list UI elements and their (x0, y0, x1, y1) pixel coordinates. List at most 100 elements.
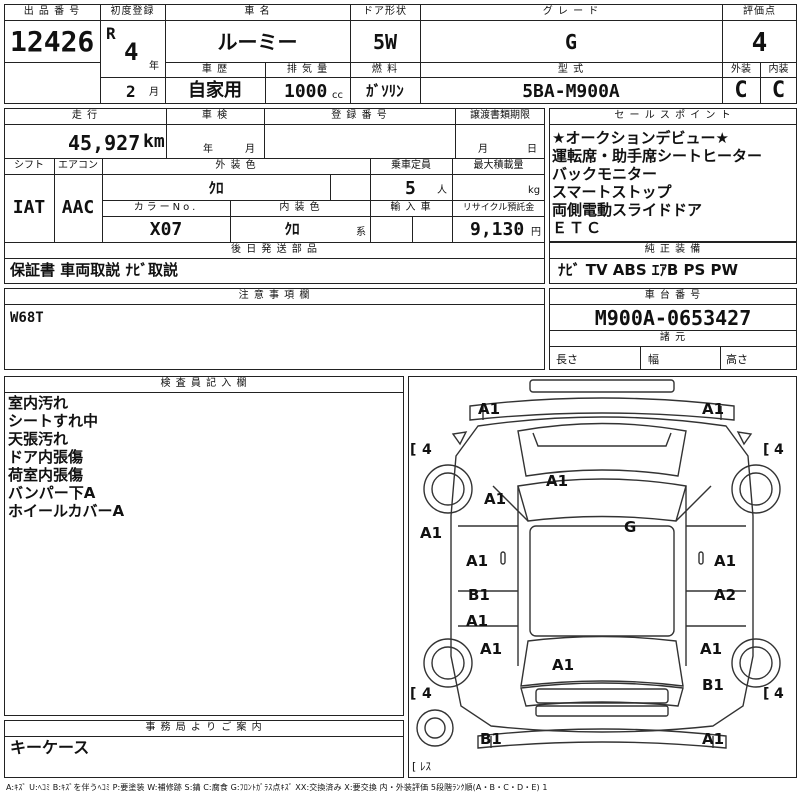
yen-unit: 円 (531, 227, 541, 238)
first-reg-label: 初度登録 (110, 6, 155, 17)
tread-front-left-value: 4 (422, 442, 432, 458)
car-name-label: 車 名 (244, 6, 271, 17)
mark-rear-right-quarter: A1 (700, 640, 722, 658)
notes-value: W68T (10, 310, 44, 326)
mark-front-left: A1 (478, 400, 500, 418)
sales-point-line: ＥＴＣ (552, 219, 604, 237)
shift-label: シフト (14, 160, 44, 171)
mark-hood: A1 (546, 472, 568, 490)
mileage-label: 走 行 (71, 110, 99, 121)
color-no-label: カラーNo. (133, 202, 199, 213)
grade-label: グ レ ー ド (542, 6, 600, 17)
spare-label: [ (412, 760, 416, 773)
history-value: 自家用 (188, 80, 242, 101)
tread-front-right-value: 4 (774, 442, 784, 458)
width-label: 幅 (648, 353, 659, 366)
inspector-list: 室内汚れ シートすれ中 天張汚れ ドア内張傷 荷室内張傷 バンパー下A ホイール… (8, 394, 124, 520)
mark-rear-left-door-lower: A1 (466, 612, 488, 630)
inspector-line: 荷室内張傷 (8, 466, 84, 484)
mark-rear-right-door: A2 (714, 586, 736, 604)
year-value: 4 (124, 38, 139, 66)
sales-point-line: 運転席・助手席シートヒーター (552, 147, 763, 165)
fuel-value: ｶﾞｿﾘﾝ (366, 82, 404, 100)
chassis-title: 車 台 番 号 (644, 290, 702, 301)
shift-value: IAT (12, 197, 46, 218)
ext-color-label: 外 装 色 (215, 160, 257, 171)
office-box (4, 720, 404, 778)
inspector-line: バンパー下A (8, 484, 96, 502)
mark-left-side: A1 (420, 524, 442, 542)
tread-front-right: [ (763, 442, 769, 458)
chassis-value: M900A-0653427 (594, 306, 752, 330)
sales-points-box (549, 108, 797, 242)
score-label: 評価点 (743, 6, 776, 17)
legend-text: A:ｷｽﾞ U:ﾍｺﾐ B:ｷｽﾞを伴うﾍｺﾐ P:要塗装 W:補修跡 S:錆 … (6, 783, 548, 792)
transfer-day-unit: 日 (527, 144, 537, 155)
recycle-value: 9,130 (470, 219, 525, 240)
fuel-label: 燃 料 (371, 64, 399, 75)
tread-rear-right-value: 4 (774, 686, 784, 702)
equipment-value: ﾅﾋﾞ TV ABS ｴｱB PS PW (558, 261, 739, 279)
inspector-title: 検 査 員 記 入 欄 (160, 378, 248, 389)
door-value: 5W (372, 30, 398, 54)
color-no-value: X07 (149, 219, 183, 240)
interior-grade-value: C (771, 78, 786, 103)
series-unit: 系 (356, 227, 366, 238)
era-value: R (106, 24, 116, 43)
person-unit: 人 (437, 185, 447, 196)
inspection-label: 車 検 (201, 110, 229, 121)
month-value: 2 (126, 82, 136, 101)
int-color-label: 内 装 色 (279, 202, 321, 213)
exterior-label: 外装 (731, 64, 751, 75)
displacement-value: 1000 (284, 81, 328, 102)
capacity-label: 乗車定員 (391, 160, 431, 171)
dims-title: 諸 元 (659, 332, 687, 343)
mileage-value: 45,927 (68, 131, 141, 155)
transfer-month-unit: 月 (478, 144, 488, 155)
grade-value: G (564, 30, 578, 54)
recycle-label: リサイクル預託金 (462, 203, 535, 213)
spare-value: ﾚｽ (420, 760, 431, 773)
inspector-line: 天張汚れ (8, 430, 69, 448)
tread-rear-left: [ (410, 686, 416, 702)
month-unit: 月 (149, 87, 159, 98)
sales-points-title: セ ー ル ス ポ イ ン ト (614, 110, 732, 121)
transfer-label: 譲渡書類期限 (470, 110, 530, 121)
tread-rear-right: [ (763, 686, 769, 702)
sales-point-line: スマートストップ (552, 183, 672, 201)
mark-front-right: A1 (702, 400, 724, 418)
office-title: 事 務 局 よ り ご 案 内 (145, 722, 263, 733)
notes-title: 注 意 事 項 欄 (238, 290, 311, 301)
mark-front-left-fender: A1 (484, 490, 506, 508)
car-name-value: ルーミー (217, 30, 298, 54)
model-code-label: 型 式 (557, 64, 585, 75)
interior-label: 内装 (768, 64, 789, 75)
aircon-label: エアコン (58, 160, 98, 171)
chassis-box (549, 288, 797, 370)
height-label: 高さ (726, 353, 748, 366)
inspector-line: 室内汚れ (8, 394, 69, 412)
tread-rear-left-value: 4 (422, 686, 432, 702)
km-unit: km (143, 131, 165, 152)
car-diagram: [ 4 [ 4 [ 4 [ 4 [ ﾚｽ A1 A1 A1 A1 G A1 A1… (410, 379, 784, 773)
inspector-line: シートすれ中 (8, 412, 99, 430)
import-label: 輸 入 車 (390, 202, 432, 213)
damage-diagram-box (408, 376, 797, 778)
reg-no-label: 登 録 番 号 (331, 110, 388, 121)
door-label: ドア形状 (363, 6, 407, 17)
equipment-box (549, 242, 797, 284)
notes-box (4, 288, 545, 370)
later-parts-value: 保証書 車両取説 ﾅﾋﾞ取説 (10, 261, 178, 279)
mark-rear-right-bumper: A1 (702, 730, 724, 748)
sales-point-line: 両側電動スライドドア (552, 201, 703, 219)
mark-front-left-door: A1 (466, 552, 488, 570)
ext-color-value: ｸﾛ (208, 179, 224, 197)
year-unit: 年 (149, 61, 159, 72)
inspector-line: ホイールカバーA (8, 502, 125, 520)
sales-point-line: ★オークションデビュー★ (552, 129, 729, 147)
history-label: 車 歴 (201, 64, 229, 75)
mark-rear-left-door-upper: B1 (468, 586, 490, 604)
length-label: 長さ (556, 353, 578, 366)
inspector-line: ドア内張傷 (8, 448, 84, 466)
mark-rear-left-quarter: A1 (480, 640, 502, 658)
